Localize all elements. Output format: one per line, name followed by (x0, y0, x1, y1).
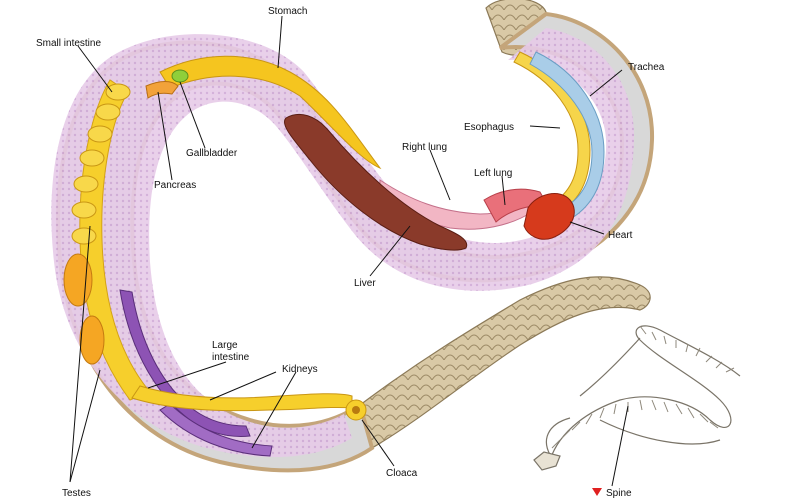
pancreas (145, 81, 179, 99)
label-heart: Heart (608, 230, 633, 241)
snake-tail (359, 276, 651, 449)
label-small-intestine: Small intestine (36, 38, 101, 49)
spine-marker-icon (592, 488, 602, 496)
labels: Stomach Small intestine Trachea Esophagu… (36, 6, 665, 499)
label-esophagus: Esophagus (464, 122, 514, 133)
gallbladder (171, 69, 189, 83)
label-large-intestine-line2: intestine (212, 352, 250, 363)
label-stomach: Stomach (268, 6, 307, 17)
label-gallbladder: Gallbladder (186, 148, 238, 159)
heart (523, 193, 575, 240)
label-kidneys: Kidneys (282, 364, 318, 375)
skeleton-inset (533, 325, 741, 471)
liver (284, 114, 468, 251)
body-tissue (51, 28, 635, 458)
label-spine: Spine (606, 488, 632, 499)
label-pancreas: Pancreas (154, 180, 196, 191)
skeleton-ribs (551, 325, 735, 449)
testes (63, 253, 105, 365)
cloaca (345, 399, 367, 421)
label-left-lung: Left lung (474, 168, 512, 179)
label-right-lung: Right lung (402, 142, 447, 153)
label-large-intestine-line1: Large (212, 340, 238, 351)
leader-lines (69, 15, 629, 487)
small-intestine-coils (71, 83, 131, 245)
stomach (159, 55, 382, 170)
skeleton-skull (533, 451, 561, 471)
label-trachea: Trachea (628, 62, 665, 73)
kidney-right (159, 403, 273, 457)
label-testes: Testes (62, 488, 91, 499)
label-cloaca: Cloaca (386, 468, 418, 479)
label-liver: Liver (354, 278, 376, 289)
